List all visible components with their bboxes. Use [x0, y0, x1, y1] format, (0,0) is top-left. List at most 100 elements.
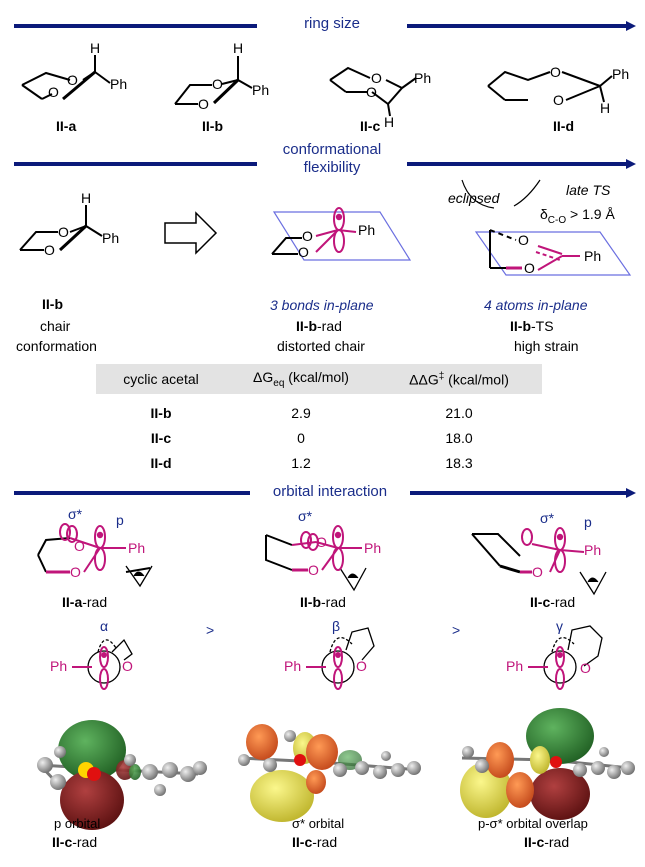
note-4-atoms-in-plane: 4 atoms in-plane — [484, 297, 588, 313]
structure-II-d — [487, 70, 613, 103]
atom-H: H — [90, 40, 101, 56]
table-cell-dg: 0 — [297, 429, 305, 446]
label-gamma: γ — [556, 618, 563, 634]
newman-beta — [306, 627, 375, 690]
label-II-d: II-d — [553, 118, 574, 134]
label-sigma-star: σ* — [298, 508, 313, 524]
atom-Ph: Ph — [364, 540, 382, 556]
atom-O: O — [70, 564, 81, 580]
label-II-b-chair: II-b — [42, 296, 63, 312]
atom-Ph: Ph — [358, 222, 376, 238]
label-II-c-rad-1: II-c-rad — [52, 834, 98, 850]
table-cell-dg: 1.2 — [291, 454, 311, 471]
header-flexibility-line2: flexibility — [257, 159, 407, 177]
atom-O: O — [48, 84, 59, 100]
atom-O: O — [553, 92, 564, 108]
label-II-b-rad: II-b-rad — [296, 318, 342, 334]
atom-O: O — [316, 534, 327, 550]
plane-II-b-TS — [474, 231, 632, 276]
atom-Ph: Ph — [128, 540, 146, 556]
atom-O: O — [371, 70, 382, 86]
structure-II-b-rad — [271, 237, 302, 255]
structure-II-a — [21, 55, 111, 101]
atom-O: O — [74, 538, 85, 554]
atom-Ph: Ph — [612, 66, 630, 82]
orbital-render-p — [37, 720, 207, 830]
atom-Ph: Ph — [506, 658, 524, 674]
table-header-dg: ΔGeq (kcal/mol) — [253, 369, 349, 389]
atom-O: O — [44, 242, 55, 258]
atom-H: H — [384, 114, 395, 130]
label-beta: β — [332, 618, 341, 634]
atom-Ph: Ph — [414, 70, 432, 86]
atom-O: O — [518, 232, 529, 248]
atom-Ph: Ph — [252, 82, 270, 98]
label-II-a-rad: II-a-rad — [62, 594, 108, 610]
label-sigma-star: σ* — [68, 506, 83, 522]
atom-O: O — [550, 64, 561, 80]
table-header-cyclic-acetal: cyclic acetal — [123, 371, 199, 387]
newman-alpha — [72, 638, 133, 690]
caption-overlap: p-σ* orbital overlap — [478, 816, 588, 831]
atom-O: O — [580, 660, 591, 676]
header-orbital: orbital interaction — [250, 483, 410, 500]
table-row: II-c 0 18.0 — [96, 425, 542, 450]
atom-Ph: Ph — [50, 658, 68, 674]
table-header-row: cyclic acetal ΔGeq (kcal/mol) ΔΔG‡ (kcal… — [96, 364, 542, 394]
atom-O: O — [356, 658, 367, 674]
gt-sign: > — [452, 622, 461, 638]
atom-O: O — [58, 224, 69, 240]
label-eclipsed: eclipsed — [448, 190, 500, 206]
structure-II-c-rad — [471, 527, 607, 596]
label-II-a: II-a — [56, 118, 77, 134]
label-II-b-rad-2: II-b-rad — [300, 594, 346, 610]
atom-Ph: Ph — [110, 76, 128, 92]
atom-Ph: Ph — [584, 542, 602, 558]
desc-distorted-chair: distorted chair — [277, 338, 365, 354]
structure-II-b — [174, 56, 253, 105]
structure-II-b-rad-2 — [265, 525, 367, 592]
ts-bonds-II-b-TS — [506, 245, 580, 271]
structure-II-b-chair — [19, 205, 103, 252]
radical-bonds-II-b-rad — [315, 207, 357, 253]
atom-O: O — [366, 84, 377, 100]
atom-O: O — [298, 244, 309, 260]
gt-sign: > — [206, 622, 215, 638]
structure-II-b-TS — [461, 179, 541, 269]
label-II-c-rad-3: II-c-rad — [524, 834, 570, 850]
atom-O: O — [67, 72, 78, 88]
atom-H: H — [233, 40, 244, 56]
label-alpha: α — [100, 618, 109, 634]
atom-Ph: Ph — [584, 248, 602, 264]
desc-high-strain: high strain — [514, 338, 579, 354]
table-row: II-b 2.9 21.0 — [96, 400, 542, 425]
atom-O: O — [308, 562, 319, 578]
atom-O: O — [532, 564, 543, 580]
atom-O: O — [122, 658, 133, 674]
label-late-ts: late TS — [566, 182, 611, 198]
orbital-render-sigma-star — [238, 724, 421, 822]
atom-O: O — [198, 96, 209, 112]
label-II-b: II-b — [202, 118, 223, 134]
label-II-b-TS: II-b-TS — [510, 318, 554, 334]
atom-O: O — [212, 76, 223, 92]
atom-O: O — [524, 260, 535, 276]
reaction-arrow — [164, 211, 218, 255]
table-cell-ddg: 18.0 — [445, 429, 473, 446]
label-II-c-rad-2: II-c-rad — [292, 834, 338, 850]
desc-conformation: conformation — [16, 338, 97, 354]
table-cell-ddg: 21.0 — [445, 404, 473, 421]
label-p-orbital: p — [116, 512, 124, 528]
caption-p-orbital: p orbital — [54, 816, 101, 831]
atom-H: H — [81, 190, 92, 206]
caption-sigma-star-orbital: σ* orbital — [292, 816, 345, 831]
table-row: II-d 1.2 18.3 — [96, 450, 542, 475]
atom-O: O — [302, 228, 313, 244]
header-ring-size: ring size — [257, 15, 407, 32]
label-delta-co: δC-O > 1.9 Å — [540, 206, 615, 226]
atom-H: H — [600, 100, 611, 116]
atom-Ph: Ph — [102, 230, 120, 246]
label-II-c-rad: II-c-rad — [530, 594, 576, 610]
label-II-c: II-c — [360, 118, 381, 134]
